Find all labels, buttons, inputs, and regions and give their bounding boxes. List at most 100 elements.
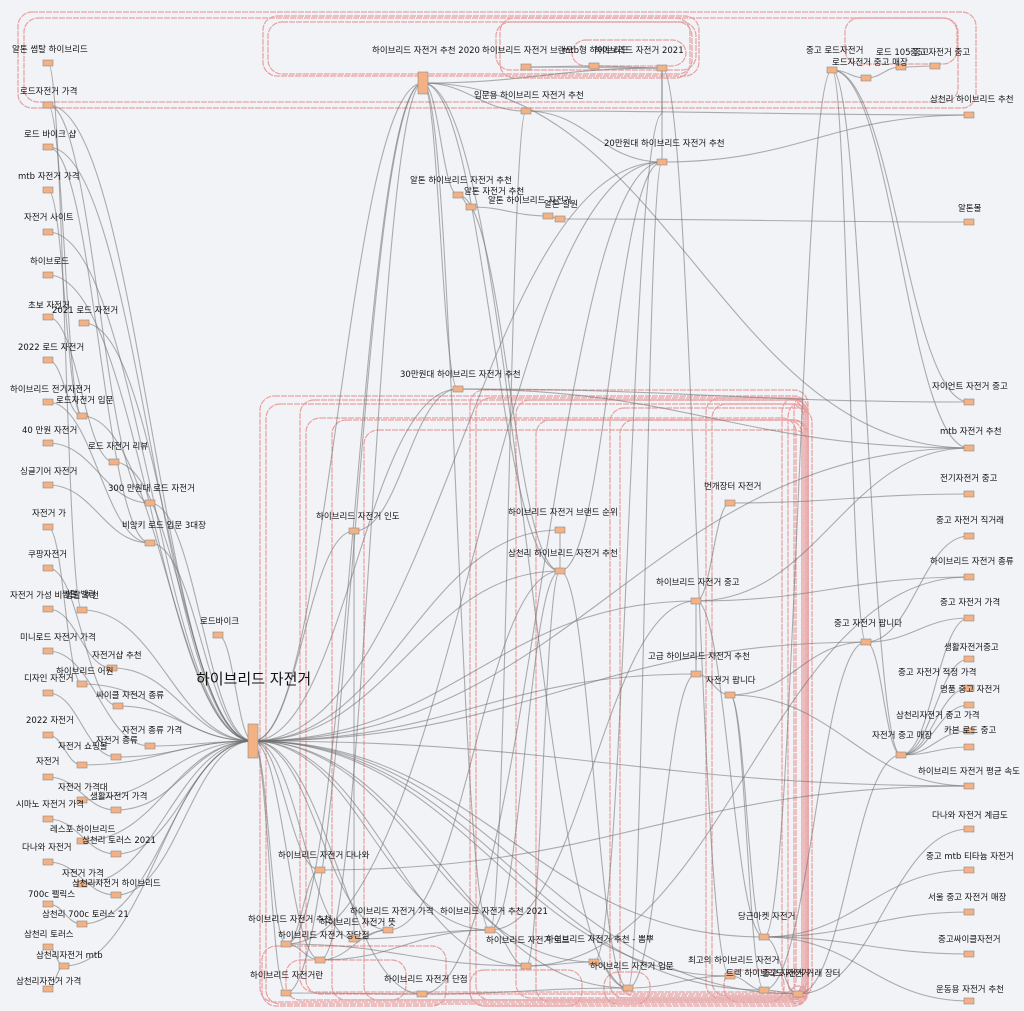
node-t11[interactable] (554, 215, 566, 223)
node-t4[interactable] (452, 385, 464, 393)
node-t14[interactable] (554, 526, 566, 534)
node-n22[interactable] (42, 647, 54, 655)
node-t9[interactable] (465, 203, 477, 211)
node-n41[interactable] (76, 920, 88, 928)
node-n2[interactable] (42, 101, 54, 109)
node-b7[interactable] (520, 962, 532, 970)
node-b3[interactable] (314, 956, 326, 964)
node-t21[interactable] (895, 751, 907, 759)
node-n20[interactable] (76, 606, 88, 614)
node-n24[interactable] (76, 680, 88, 688)
node-hub[interactable] (247, 723, 259, 759)
node-n15[interactable] (144, 499, 156, 507)
node-n7[interactable] (42, 313, 54, 321)
node-b13[interactable] (758, 986, 770, 994)
node-t13[interactable] (348, 527, 360, 535)
node-r23[interactable] (963, 997, 975, 1005)
node-n27[interactable] (42, 731, 54, 739)
node-b9[interactable] (280, 989, 292, 997)
node-n9[interactable] (42, 356, 54, 364)
node-n12[interactable] (42, 439, 54, 447)
node-n4[interactable] (42, 186, 54, 194)
node-n44[interactable] (42, 985, 54, 993)
node-b6[interactable] (484, 926, 496, 934)
node-r10[interactable] (963, 532, 975, 540)
node-r16[interactable] (963, 727, 975, 735)
node-n21[interactable] (212, 631, 224, 639)
node-n18[interactable] (42, 564, 54, 572)
node-n33[interactable] (110, 806, 122, 814)
node-t20[interactable] (860, 638, 872, 646)
node-b8[interactable] (588, 958, 600, 966)
node-n37[interactable] (42, 858, 54, 866)
node-t6[interactable] (656, 64, 668, 72)
node-n32[interactable] (76, 796, 88, 804)
node-n23[interactable] (106, 664, 118, 672)
node-t7[interactable] (656, 158, 668, 166)
node-r11[interactable] (963, 573, 975, 581)
node-n36[interactable] (110, 850, 122, 858)
node-r20[interactable] (963, 866, 975, 874)
node-b2[interactable] (280, 940, 292, 948)
node-r6[interactable] (963, 218, 975, 226)
node-t2[interactable] (520, 63, 532, 71)
node-r9[interactable] (963, 490, 975, 498)
node-r4[interactable] (929, 62, 941, 70)
node-n31[interactable] (42, 773, 54, 781)
node-b5[interactable] (348, 935, 360, 943)
node-n34[interactable] (42, 815, 54, 823)
node-b11[interactable] (622, 984, 634, 992)
node-r17[interactable] (963, 743, 975, 751)
node-n25[interactable] (42, 689, 54, 697)
node-n19[interactable] (42, 605, 54, 613)
node-n35[interactable] (76, 837, 88, 845)
node-n11[interactable] (76, 412, 88, 420)
node-b1[interactable] (314, 866, 326, 874)
node-t8[interactable] (452, 191, 464, 199)
node-n39[interactable] (110, 891, 122, 899)
node-n38[interactable] (76, 880, 88, 888)
node-n3[interactable] (42, 143, 54, 151)
node-n16[interactable] (42, 523, 54, 531)
node-b12[interactable] (724, 972, 736, 980)
node-r2[interactable] (860, 74, 872, 82)
node-n17[interactable] (144, 539, 156, 547)
node-t1[interactable] (417, 71, 429, 95)
node-t5[interactable] (520, 107, 532, 115)
node-n8[interactable] (78, 319, 90, 327)
node-n30[interactable] (110, 753, 122, 761)
node-b4[interactable] (382, 926, 394, 934)
node-r3[interactable] (895, 63, 907, 71)
node-r21[interactable] (963, 908, 975, 916)
node-r15[interactable] (963, 701, 975, 709)
node-n42[interactable] (42, 943, 54, 951)
node-n1[interactable] (42, 59, 54, 67)
node-t15[interactable] (554, 567, 566, 575)
node-t18[interactable] (690, 670, 702, 678)
node-r12[interactable] (963, 614, 975, 622)
node-t16[interactable] (724, 499, 736, 507)
node-t19[interactable] (724, 691, 736, 699)
node-r1[interactable] (826, 66, 838, 74)
node-r5[interactable] (963, 111, 975, 119)
node-t10[interactable] (542, 212, 554, 220)
node-n14[interactable] (42, 481, 54, 489)
node-n28[interactable] (144, 742, 156, 750)
node-n5[interactable] (42, 228, 54, 236)
node-r8[interactable] (963, 444, 975, 452)
node-t3[interactable] (588, 62, 600, 70)
node-n6[interactable] (42, 271, 54, 279)
node-r22[interactable] (963, 950, 975, 958)
node-r13[interactable] (963, 655, 975, 663)
node-b15[interactable] (758, 933, 770, 941)
node-t17[interactable] (690, 597, 702, 605)
node-r7[interactable] (963, 398, 975, 406)
node-n10[interactable] (42, 398, 54, 406)
node-b14[interactable] (792, 990, 804, 998)
node-r14[interactable] (963, 684, 975, 692)
node-r18[interactable] (963, 782, 975, 790)
node-n43[interactable] (58, 962, 70, 970)
node-n26[interactable] (112, 702, 124, 710)
